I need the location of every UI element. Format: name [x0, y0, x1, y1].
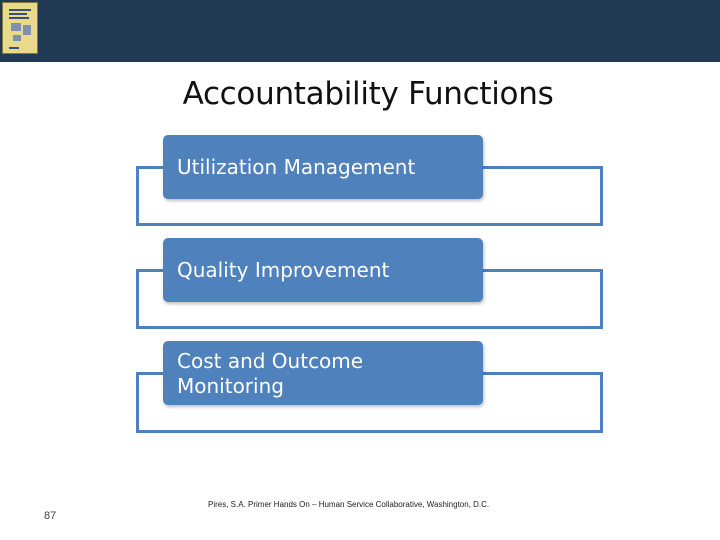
book-cover-thumbnail-icon: [2, 2, 38, 54]
function-label: Utilization Management: [177, 154, 416, 179]
function-label: Cost and Outcome Monitoring: [177, 349, 364, 398]
header-bar: [0, 0, 720, 62]
page-number: 87: [44, 510, 57, 522]
function-box-utilization-management: Utilization Management: [163, 135, 483, 199]
slide-title: Accountability Functions: [182, 76, 554, 112]
citation: Pires, S.A. Primer Hands On – Human Serv…: [208, 500, 490, 509]
function-label: Quality Improvement: [177, 257, 390, 282]
function-box-quality-improvement: Quality Improvement: [163, 238, 483, 302]
function-box-cost-and-outcome-monitoring: Cost and Outcome Monitoring: [163, 341, 483, 405]
